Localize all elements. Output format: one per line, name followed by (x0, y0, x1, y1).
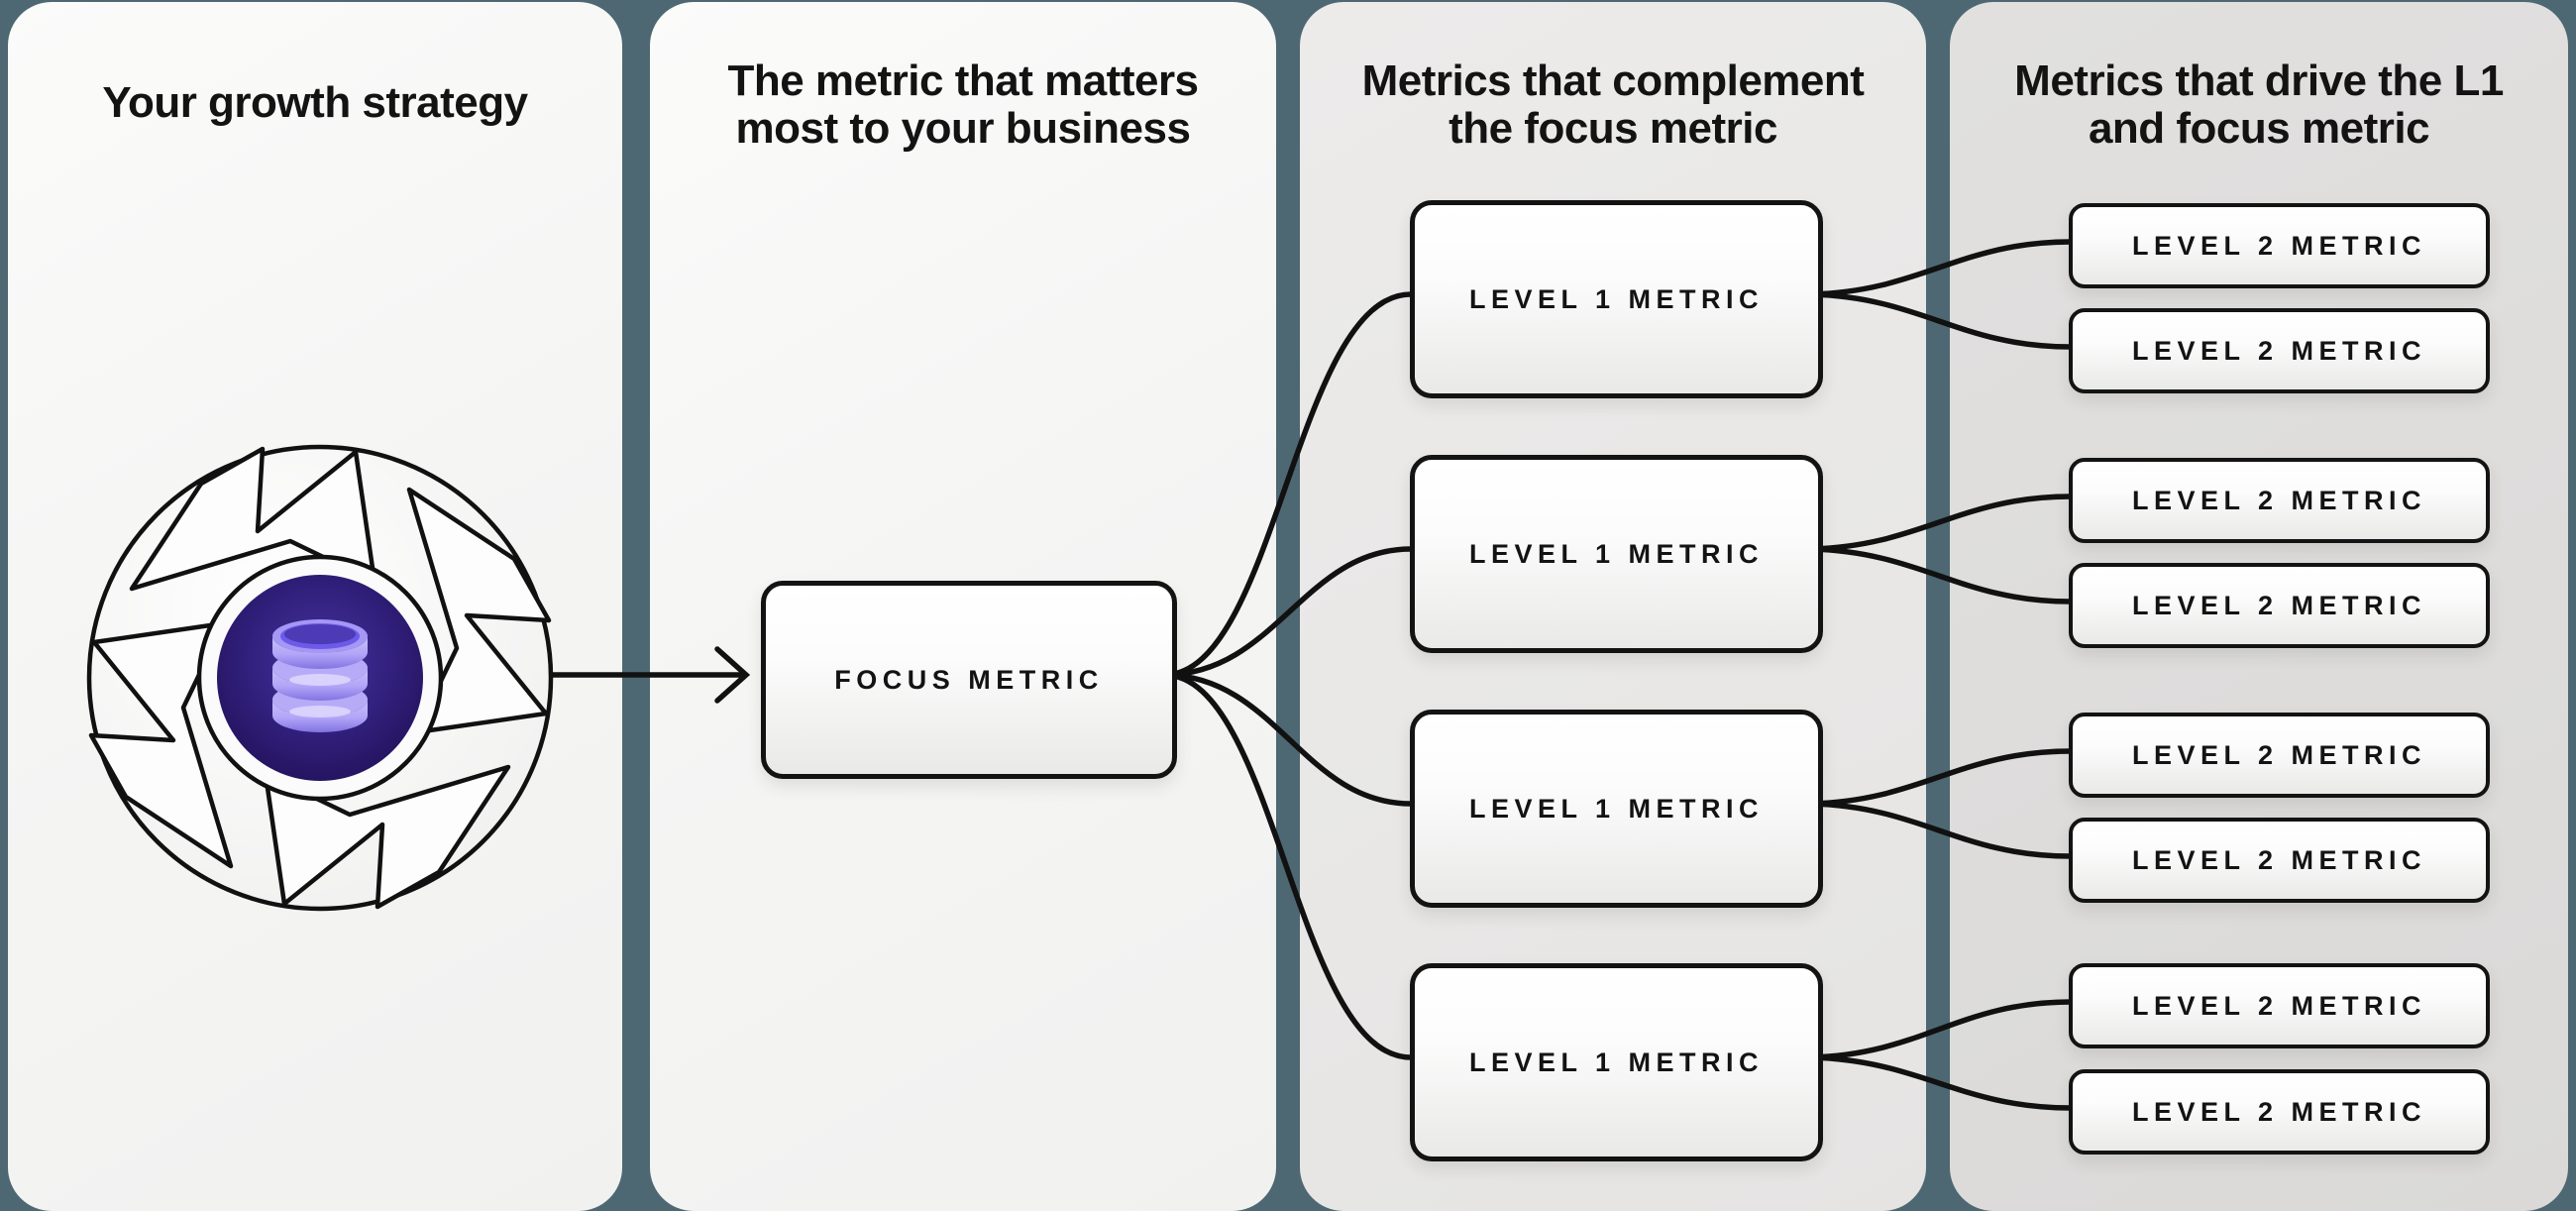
level-1-metric-box-4: LEVEL 1 METRIC (1410, 963, 1823, 1161)
focus-metric-title-line2: most to your business (735, 104, 1191, 153)
level-2-metric-label: LEVEL 2 METRIC (2131, 844, 2427, 875)
level2-title-line1: Metrics that drive the L1 (2014, 56, 2504, 105)
level1-title-line1: Metrics that complement (1361, 56, 1865, 105)
growth-flywheel-icon (86, 444, 554, 912)
level-2-metric-box-5: LEVEL 2 METRIC (2069, 713, 2490, 798)
level-2-metric-label: LEVEL 2 METRIC (2131, 335, 2427, 366)
level-2-metric-label: LEVEL 2 METRIC (2131, 230, 2427, 261)
level-2-metric-box-6: LEVEL 2 METRIC (2069, 818, 2490, 903)
flywheel-blade (406, 487, 552, 735)
level-2-metric-box-4: LEVEL 2 METRIC (2069, 563, 2490, 648)
level-2-metric-box-3: LEVEL 2 METRIC (2069, 458, 2490, 543)
level-1-metric-label: LEVEL 1 METRIC (1468, 1046, 1765, 1077)
level1-title-line2: the focus metric (1449, 104, 1777, 153)
level-1-metric-label: LEVEL 1 METRIC (1468, 793, 1765, 824)
growth-strategy-title: Your growth strategy (8, 79, 622, 127)
level-1-metric-label: LEVEL 1 METRIC (1468, 538, 1765, 569)
focus-metric-label: FOCUS METRIC (834, 664, 1104, 695)
level-2-metric-box-7: LEVEL 2 METRIC (2069, 963, 2490, 1048)
flywheel-blade (263, 764, 511, 910)
focus-metric-title-line1: The metric that matters (727, 56, 1199, 105)
level-1-metric-box-2: LEVEL 1 METRIC (1410, 455, 1823, 653)
level-2-metric-box-8: LEVEL 2 METRIC (2069, 1069, 2490, 1155)
level-2-metric-label: LEVEL 2 METRIC (2131, 739, 2427, 770)
growth-strategy-title-text: Your growth strategy (102, 78, 528, 127)
level-1-metric-label: LEVEL 1 METRIC (1468, 283, 1765, 314)
database-icon (272, 619, 368, 732)
focus-metric-box: FOCUS METRIC (761, 581, 1177, 779)
level-2-metric-label: LEVEL 2 METRIC (2131, 485, 2427, 515)
level-1-metric-box-3: LEVEL 1 METRIC (1410, 710, 1823, 908)
focus-metric-title: The metric that matters most to your bus… (650, 57, 1276, 153)
flywheel-blade (129, 446, 377, 592)
level1-title: Metrics that complement the focus metric (1300, 57, 1926, 153)
level2-title-line2: and focus metric (2088, 104, 2430, 153)
level-2-metric-label: LEVEL 2 METRIC (2131, 990, 2427, 1021)
level-2-metric-box-1: LEVEL 2 METRIC (2069, 203, 2490, 288)
level-2-metric-label: LEVEL 2 METRIC (2131, 1096, 2427, 1127)
level-2-metric-label: LEVEL 2 METRIC (2131, 590, 2427, 620)
level-1-metric-box-1: LEVEL 1 METRIC (1410, 200, 1823, 398)
level2-title: Metrics that drive the L1 and focus metr… (1950, 57, 2568, 153)
level-2-metric-box-2: LEVEL 2 METRIC (2069, 308, 2490, 393)
flywheel-blades (88, 446, 552, 910)
flywheel-blade (88, 620, 234, 869)
